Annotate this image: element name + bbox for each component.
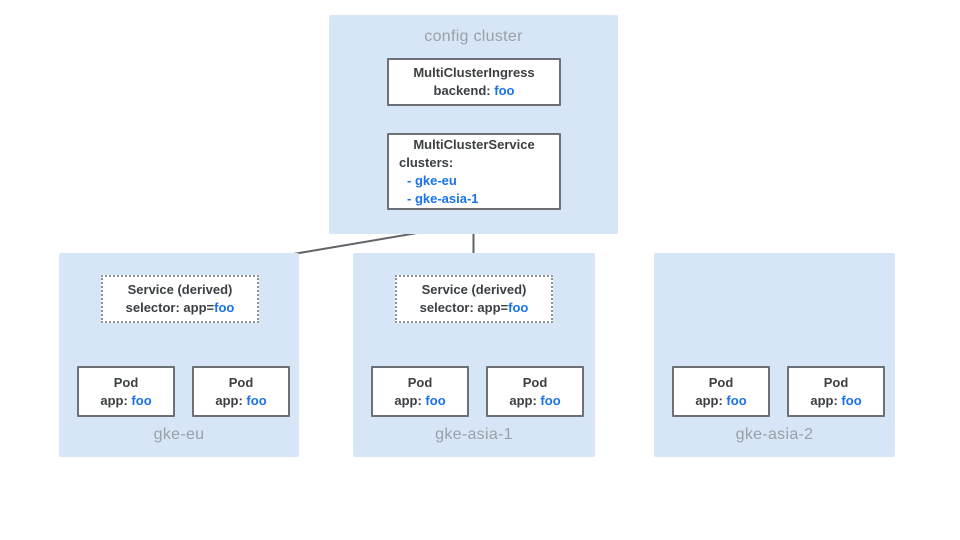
cluster-name-label: gke-eu [153,426,205,443]
service-selector-label: selector: app= [125,300,215,315]
mcs-cluster-item-gke-asia-1: - gke-asia-1 [407,190,479,206]
mci-backend-value: foo [494,83,515,98]
mci-backend-label: backend: [433,83,495,98]
pod-app-label: app: [509,392,541,408]
pod-box: Pod app: foo [672,366,770,417]
pod-app-line: app: foo [789,392,883,410]
pod-app-line: app: foo [194,392,288,410]
pod-app-value: foo [841,392,862,408]
service-title: Service (derived) [421,282,527,297]
derived-service-box: Service (derived) selector: app=foo [101,275,259,323]
cluster-gke-eu: Service (derived) selector: app=foo Pod … [59,253,299,457]
multiclusteringress-box: MultiClusterIngress backend: foo [387,58,561,106]
pod-app-line: app: foo [79,392,173,410]
pod-app-value: foo [425,392,446,408]
pod-app-value: foo [540,392,561,408]
pod-app-label: app: [695,392,727,408]
mcs-title: MultiClusterService [413,136,535,152]
pod-title: Pod [823,374,849,390]
multiclusterservice-box: MultiClusterService clusters: - gke-eu -… [387,133,561,210]
pod-title: Pod [407,374,433,390]
pod-app-label: app: [394,392,426,408]
pod-title: Pod [522,374,548,390]
pod-app-line: app: foo [373,392,467,410]
cluster-gke-asia-2: Pod app: foo Pod app: foo gke-asia-2 [654,253,895,457]
mci-title: MultiClusterIngress [413,65,535,80]
pod-app-line: app: foo [674,392,768,410]
service-selector-label: selector: app= [419,300,509,315]
cluster-gke-asia-1: Service (derived) selector: app=foo Pod … [353,253,595,457]
config-cluster-label: config cluster [424,28,523,45]
cluster-name-label: gke-asia-2 [735,426,814,443]
pod-box: Pod app: foo [787,366,885,417]
pod-app-label: app: [810,392,842,408]
pod-app-value: foo [131,392,152,408]
cluster-name-label: gke-asia-1 [435,426,513,443]
pod-box: Pod app: foo [371,366,469,417]
mcs-cluster-item-gke-eu: - gke-eu [407,172,457,188]
pod-title: Pod [228,374,254,390]
service-title: Service (derived) [127,282,233,297]
pod-box: Pod app: foo [486,366,584,417]
derived-service-box: Service (derived) selector: app=foo [395,275,553,323]
pod-title: Pod [708,374,734,390]
pod-title: Pod [113,374,139,390]
config-cluster-group: config cluster MultiClusterIngress backe… [329,15,618,234]
pod-app-value: foo [246,392,267,408]
service-selector-value: foo [508,300,529,315]
mcs-clusters-label: clusters: [399,154,454,170]
mci-backend-line: backend: foo [389,82,559,100]
pod-box: Pod app: foo [192,366,290,417]
service-selector-value: foo [214,300,235,315]
pod-app-value: foo [726,392,747,408]
service-selector-line: selector: app=foo [103,299,257,317]
pod-app-label: app: [215,392,247,408]
pod-app-line: app: foo [488,392,582,410]
pod-app-label: app: [100,392,132,408]
pod-box: Pod app: foo [77,366,175,417]
service-selector-line: selector: app=foo [397,299,551,317]
